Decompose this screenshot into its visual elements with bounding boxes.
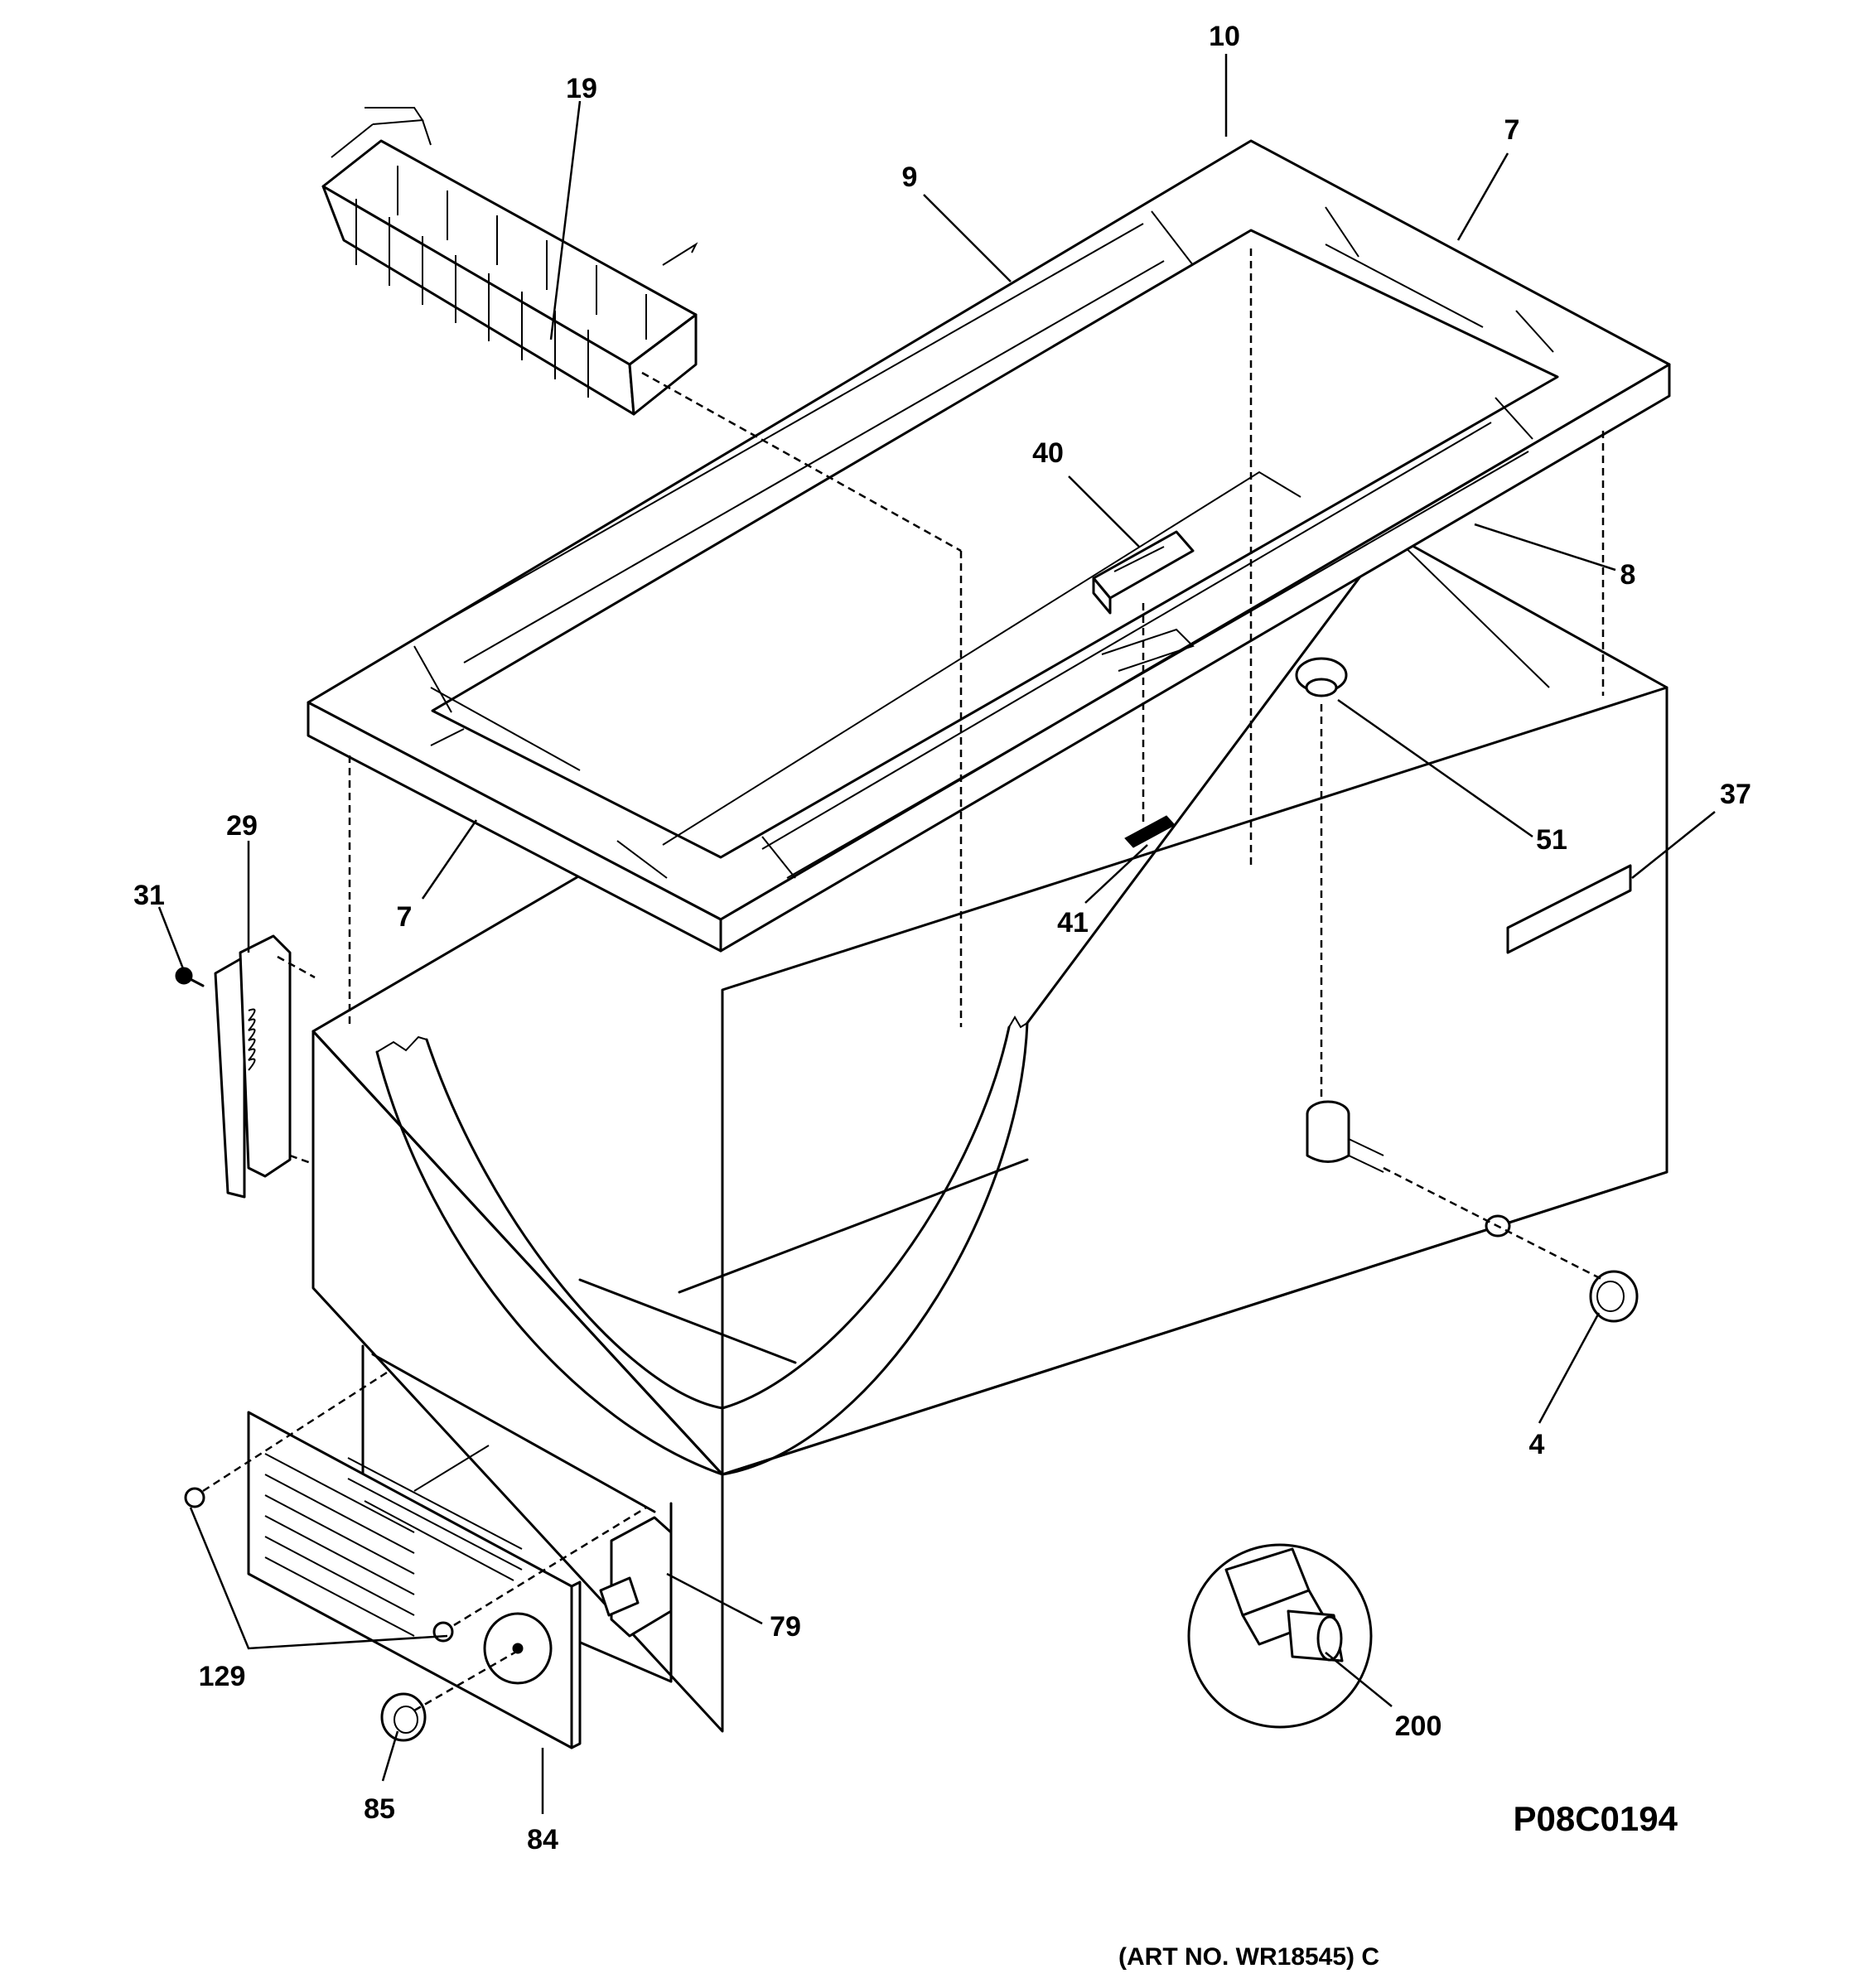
gasket-opening	[431, 229, 1559, 859]
label-plate	[1506, 864, 1632, 954]
grille	[247, 1411, 582, 1749]
switch	[599, 1516, 673, 1638]
basket	[321, 107, 698, 416]
callout-51: 51	[1536, 824, 1567, 856]
callout-85: 85	[364, 1793, 395, 1825]
drawing-code: P08C0194	[1514, 1799, 1678, 1838]
callout-9: 9	[902, 162, 918, 193]
callout-41: 41	[1057, 907, 1089, 939]
gasket-frame	[307, 139, 1671, 953]
callout-labels: 10 19 7 9 40 8 37 51 29 31 7 41 4 79 129…	[133, 21, 1751, 1855]
callout-7-top: 7	[1504, 114, 1520, 146]
callout-4: 4	[1529, 1429, 1545, 1460]
callout-8: 8	[1620, 559, 1636, 591]
lid-handle	[1092, 530, 1195, 615]
drain-tube	[1306, 1100, 1384, 1173]
callout-31: 31	[133, 880, 165, 911]
strike	[1124, 815, 1176, 848]
callout-129: 129	[199, 1661, 246, 1692]
callout-7-left: 7	[397, 901, 413, 933]
leader-lines	[157, 54, 1716, 1814]
callout-79: 79	[770, 1611, 801, 1643]
drain-plug	[1295, 657, 1348, 697]
callout-84: 84	[527, 1824, 558, 1855]
inset-detail	[1187, 1543, 1373, 1729]
alignment-lines	[202, 248, 1605, 1712]
control-knob	[380, 1692, 427, 1742]
hinge-screw	[175, 967, 205, 987]
callout-200: 200	[1395, 1711, 1442, 1742]
callout-10: 10	[1209, 21, 1240, 52]
callout-37: 37	[1720, 779, 1751, 810]
hinge	[214, 934, 292, 1199]
callout-19: 19	[566, 73, 597, 104]
art-number: (ART NO. WR18545) C	[1118, 1943, 1379, 1971]
callout-40: 40	[1032, 437, 1064, 469]
callout-29: 29	[226, 810, 258, 842]
